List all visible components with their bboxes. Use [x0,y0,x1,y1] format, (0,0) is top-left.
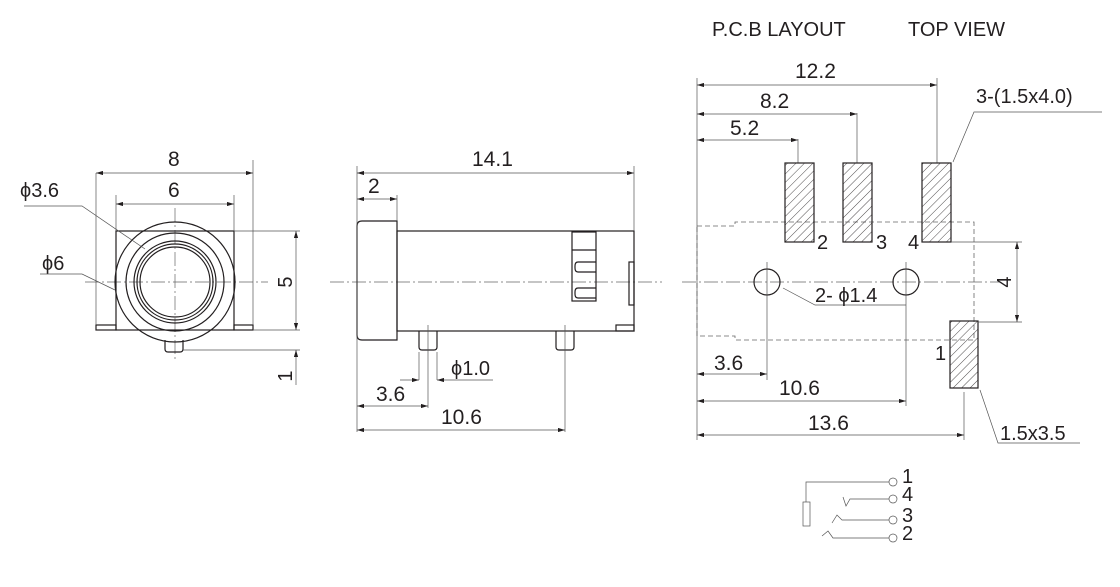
front-view: 8 6 ϕ3.6 ϕ6 5 1 [20,148,300,385]
top-view-title: TOP VIEW [908,19,1005,41]
label-hole-spec: 2- ϕ1.4 [815,285,877,307]
pad-2 [784,162,815,243]
label-pad-spec: 3-(1.5x4.0) [976,86,1073,108]
pad-label-2: 2 [817,232,828,254]
label-phi-6: ϕ6 [42,253,64,275]
dim-width-inner: 6 [168,179,180,202]
schematic-pin-1: 1 [902,466,913,488]
dim-pin-height: 1 [275,370,297,381]
dim-3-6: 3.6 [714,352,743,375]
pad-1 [949,320,979,389]
pcb-layout-title: P.C.B LAYOUT [712,19,846,41]
dim-10-6: 10.6 [779,377,820,400]
pad-4 [921,162,952,243]
dim-12-2: 12.2 [795,60,836,83]
label-pad1-spec: 1.5x3.5 [1000,423,1066,445]
dim-pin2-pos: 10.6 [441,406,482,429]
dim-cap-length: 2 [368,175,380,198]
schematic-pin-4: 4 [902,484,913,506]
dim-width-outer: 8 [168,148,180,171]
label-pin-dia: ϕ1.0 [451,358,490,380]
pcb-layout: 12.2 8.2 5.2 2 3 4 1 3-(1.5x4.0) 2- ϕ1.4… [682,60,1102,445]
pad-3 [842,162,873,243]
dim-13-6: 13.6 [808,412,849,435]
pad-label-1: 1 [935,343,946,365]
dim-length: 14.1 [472,148,513,171]
side-view: 14.1 2 ϕ1.0 3.6 10.6 [330,148,662,433]
pin-schematic: 1 4 3 2 [802,466,913,545]
schematic-pin-2: 2 [902,523,913,545]
pad-label-3: 3 [876,232,887,254]
dim-height: 5 [275,276,297,287]
label-phi-3-6: ϕ3.6 [20,180,59,202]
dim-8-2: 8.2 [760,90,789,113]
schematic-pin-3: 3 [902,505,913,527]
pad-label-4: 4 [908,232,919,254]
dim-5-2: 5.2 [730,117,759,140]
dim-pin1-pos: 3.6 [376,383,405,406]
dim-4: 4 [994,276,1016,287]
